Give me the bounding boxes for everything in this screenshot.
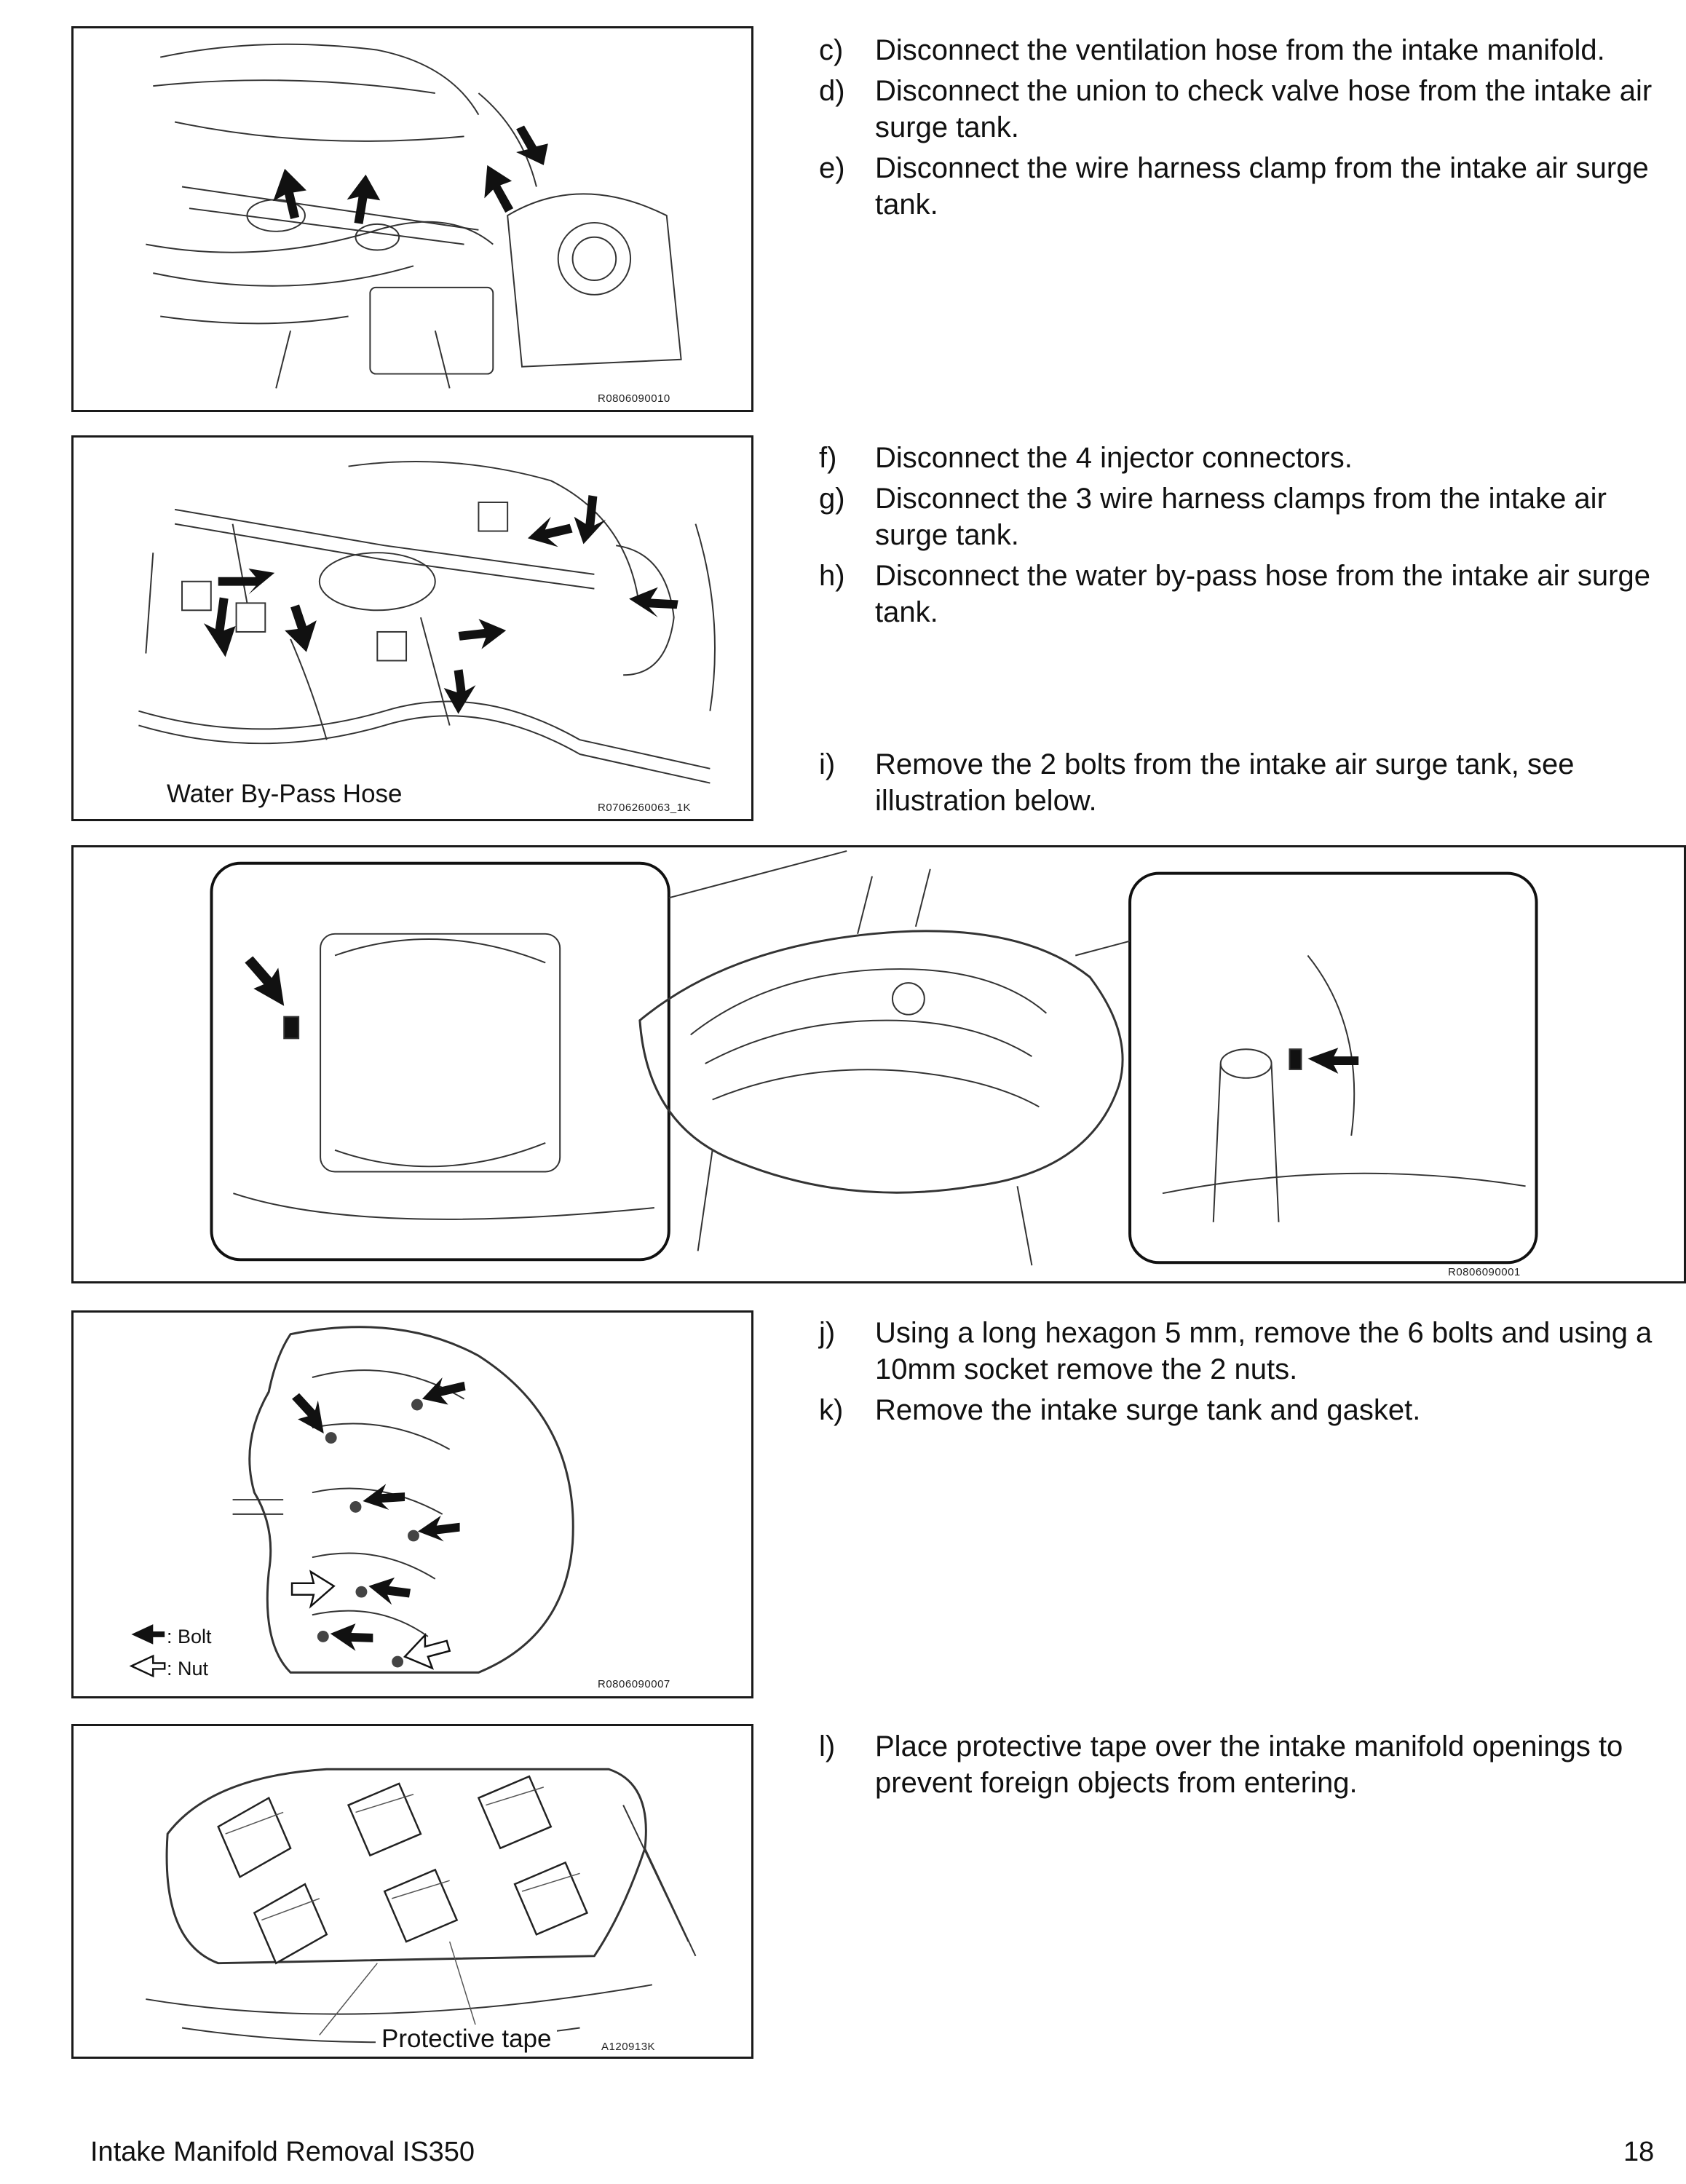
step-text: Disconnect the union to check valve hose… <box>875 75 1653 143</box>
figure-code: A120913K <box>601 2041 656 2053</box>
step-label: g) <box>819 483 845 515</box>
steps-list-1: c) Disconnect the ventilation hose from t… <box>819 32 1671 227</box>
manifold-tape-illustration <box>146 1768 697 2043</box>
step-text: Place protective tape over the intake ma… <box>875 1730 1623 1799</box>
step-g: g) Disconnect the 3 wire harness clamps f… <box>819 480 1671 553</box>
step-text: Remove the 2 bolts from the intake air s… <box>875 748 1575 817</box>
step-text: Disconnect the 3 wire harness clamps fro… <box>875 483 1607 551</box>
step-text: Disconnect the 4 injector connectors. <box>875 442 1353 474</box>
step-label: l) <box>819 1730 836 1762</box>
step-label: d) <box>819 75 845 107</box>
step-i: i) Remove the 2 bolts from the intake air… <box>819 746 1671 819</box>
figure-protective-tape: Protective tape A120913K <box>71 1724 753 2059</box>
figure-ventilation-hose: R0806090010 <box>71 26 753 412</box>
legend-nut: : Nut <box>167 1658 208 1680</box>
step-text: Remove the intake surge tank and gasket. <box>875 1394 1421 1426</box>
step-text: Disconnect the water by-pass hose from t… <box>875 560 1650 628</box>
page-number: 18 <box>1623 2137 1655 2167</box>
step-f: f) Disconnect the 4 injector connectors. <box>819 440 1671 476</box>
figure-code: R0806090010 <box>598 392 670 405</box>
step-l: l) Place protective tape over the intake … <box>819 1728 1671 1801</box>
surge-tank-illustration <box>210 850 1538 1266</box>
figure-code: R0706260063_1K <box>598 802 691 814</box>
step-text: Disconnect the ventilation hose from the… <box>875 34 1605 66</box>
engine-illustration <box>146 43 682 389</box>
legend-nut-text: : Nut <box>167 1658 209 1679</box>
figure-surge-tank-bolts: R0806090001 <box>71 845 1686 1283</box>
steps-list-5: l) Place protective tape over the intake … <box>819 1728 1671 1805</box>
legend-bolt: : Bolt <box>167 1626 212 1648</box>
step-j: j) Using a long hexagon 5 mm, remove the … <box>819 1315 1671 1388</box>
step-label: c) <box>819 34 844 66</box>
figure-injector-connectors: Water By-Pass Hose R0706260063_1K <box>71 435 753 821</box>
step-k: k) Remove the intake surge tank and gaske… <box>819 1392 1671 1428</box>
steps-list-4: j) Using a long hexagon 5 mm, remove the … <box>819 1315 1671 1433</box>
figure-code: R0806090001 <box>1448 1266 1521 1278</box>
step-label: k) <box>819 1394 844 1426</box>
step-c: c) Disconnect the ventilation hose from t… <box>819 32 1671 68</box>
step-text: Using a long hexagon 5 mm, remove the 6 … <box>875 1317 1653 1385</box>
step-label: h) <box>819 560 845 592</box>
engine-illustration <box>138 460 716 784</box>
legend-bolt-text: : Bolt <box>167 1626 212 1647</box>
steps-list-2: f)Disconnect the 4 injector connectors. … <box>819 440 1671 635</box>
figure-bolts-and-nuts: : Bolt : Nut R0806090007 <box>71 1310 753 1698</box>
step-label: f) <box>819 442 837 474</box>
protective-tape-label: Protective tape <box>376 2025 558 2054</box>
step-text: Disconnect the wire harness clamp from t… <box>875 152 1649 221</box>
step-h: h) Disconnect the water by-pass hose from… <box>819 558 1671 630</box>
step-d: d) Disconnect the union to check valve ho… <box>819 73 1671 146</box>
steps-list-3: i) Remove the 2 bolts from the intake air… <box>819 746 1671 823</box>
step-e: e) Disconnect the wire harness clamp from… <box>819 150 1671 223</box>
step-label: e) <box>819 152 845 184</box>
manifold-illustration <box>129 1326 574 1678</box>
step-label: j) <box>819 1317 836 1349</box>
document-title: Intake Manifold Removal IS350 <box>90 2137 475 2167</box>
figure-code: R0806090007 <box>598 1678 670 1690</box>
water-bypass-hose-label: Water By-Pass Hose <box>161 780 408 809</box>
step-label: i) <box>819 748 836 780</box>
